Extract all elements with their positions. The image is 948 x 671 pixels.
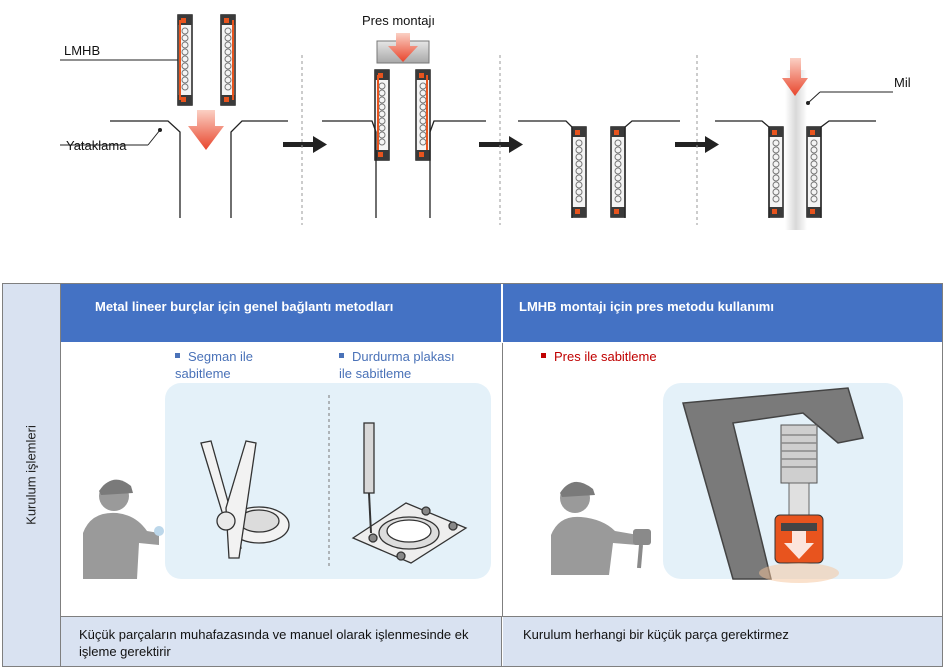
comparison-table: Kurulum işlemleri Metal lineer burçlar i…: [2, 283, 943, 667]
stage-4: [715, 58, 893, 230]
bullet-circlip: Segman ile sabitleme: [175, 349, 254, 381]
general-methods-cell: Segman ile sabitleme Durdurma plakası il…: [61, 343, 503, 617]
next-arrow-icon: [675, 136, 719, 153]
label-housing: Yataklama: [66, 138, 127, 153]
row-header-cell: Kurulum işlemleri: [3, 284, 61, 666]
column-header-general: Metal lineer burçlar için genel bağlantı…: [61, 284, 502, 342]
press-machine-icon: [682, 387, 864, 583]
down-arrow-icon: [188, 110, 224, 150]
press-method-cell: Pres ile sabitleme: [503, 343, 942, 617]
stage-2: [322, 33, 486, 218]
worker-icon: [83, 479, 164, 579]
next-arrow-icon: [479, 136, 523, 153]
assembly-diagram: [60, 14, 893, 230]
stage-3: [518, 120, 680, 218]
stop-plate-icon: [351, 422, 468, 564]
down-arrow-icon: [782, 58, 808, 96]
stage-1: [60, 14, 288, 218]
circlip-pliers-icon: [200, 440, 290, 559]
press-method-illustration: [551, 383, 903, 583]
bullet-stop-plate: Durdurma plakası ile sabitleme: [339, 349, 455, 381]
bullet-square-icon: [339, 353, 344, 359]
bullet-square-icon: [175, 353, 180, 359]
worker-icon: [551, 481, 651, 575]
press-method-footer: Kurulum herhangi bir küçük parça gerekti…: [503, 617, 942, 666]
label-shaft: Mil: [894, 75, 911, 90]
bullet-square-icon: [541, 353, 546, 359]
next-arrow-icon: [283, 136, 327, 153]
bullet-press: Pres ile sabitleme: [541, 348, 657, 365]
label-press-fit: Pres montajı: [362, 13, 435, 28]
general-methods-footer: Küçük parçaların muhafazasında ve manuel…: [61, 617, 502, 666]
general-methods-illustration: [83, 383, 491, 579]
label-lmhb: LMHB: [64, 43, 101, 58]
column-header-press: LMHB montajı için pres metodu kullanımı: [503, 284, 942, 342]
down-arrow-icon: [388, 33, 418, 62]
row-header: Kurulum işlemleri: [23, 425, 39, 525]
